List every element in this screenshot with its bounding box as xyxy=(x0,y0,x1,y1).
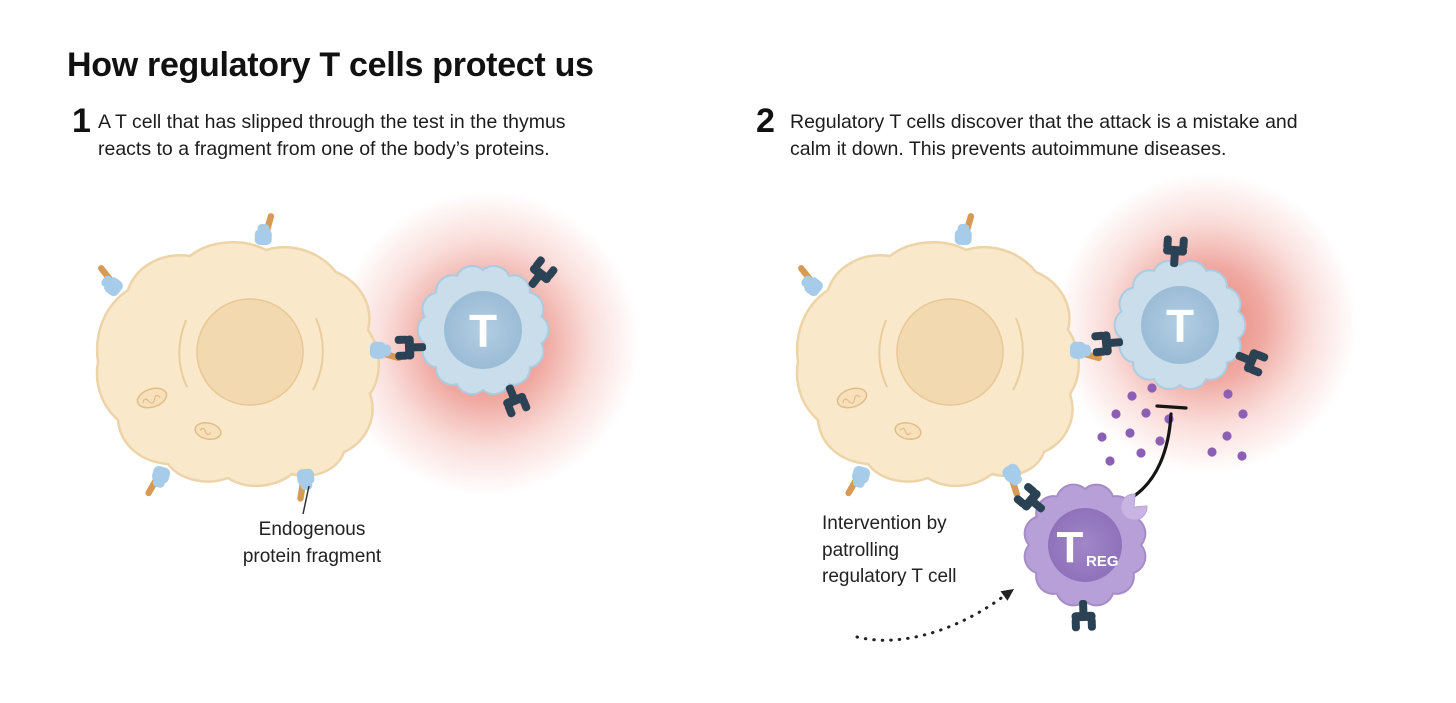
treg-clamp-receptor xyxy=(1120,493,1148,521)
step-1-caption: A T cell that has slipped through the te… xyxy=(98,109,566,163)
step-1-number: 1 xyxy=(72,102,91,140)
endogenous-label-line-2: protein fragment xyxy=(242,545,382,567)
step-2-caption-line-2: calm it down. This prevents autoimmune d… xyxy=(790,138,1227,160)
t-cell-body xyxy=(444,291,522,369)
mhc-receptor xyxy=(788,262,827,299)
t-cell-body xyxy=(1141,286,1219,364)
mhc-receptor xyxy=(954,211,975,246)
treg-letter: T xyxy=(1057,523,1084,572)
treg-label-line-1: Intervention by xyxy=(822,513,947,534)
patrol-arrowhead xyxy=(1000,589,1014,601)
panel-1-illustration: T xyxy=(88,191,639,515)
mhc-receptor xyxy=(88,262,127,299)
treg-intervention-label: Intervention by patrolling regulatory T … xyxy=(822,511,997,591)
mhc-receptor xyxy=(254,211,275,246)
t-cell: T xyxy=(1113,260,1247,390)
t-cell-letter: T xyxy=(469,305,497,357)
step-1-caption-line-1: A T cell that has slipped through the te… xyxy=(98,111,566,133)
inhibition-bar xyxy=(1155,404,1188,410)
mhc-receptor-endogenous xyxy=(294,468,317,503)
step-2-caption: Regulatory T cells discover that the att… xyxy=(790,109,1298,163)
endogenous-fragment-label: Endogenous protein fragment xyxy=(227,517,397,570)
mhc-receptor xyxy=(143,464,172,501)
step-2-caption-line-1: Regulatory T cells discover that the att… xyxy=(790,111,1298,133)
treg-subscript: REG xyxy=(1086,553,1119,570)
treg-body xyxy=(1048,508,1122,582)
treg-label-line-2: patrolling xyxy=(822,539,900,561)
page-title: How regulatory T cells protect us xyxy=(67,46,594,84)
label-connector-line xyxy=(302,485,310,515)
panel-2-illustration: T T REG xyxy=(788,173,1357,642)
t-cell-letter: T xyxy=(1166,300,1194,352)
treg-label-line-3: regulatory T cell xyxy=(822,566,957,587)
inhibition-arrow xyxy=(1129,404,1188,500)
mhc-receptor xyxy=(843,464,872,501)
t-cell: T xyxy=(416,265,550,395)
patrol-arrow xyxy=(855,589,1014,642)
step-1-caption-line-2: reacts to a fragment from one of the bod… xyxy=(98,138,550,160)
body-cell xyxy=(795,241,1081,488)
endogenous-label-line-1: Endogenous xyxy=(258,519,366,540)
step-2-number: 2 xyxy=(756,102,775,140)
body-cell xyxy=(95,241,381,488)
